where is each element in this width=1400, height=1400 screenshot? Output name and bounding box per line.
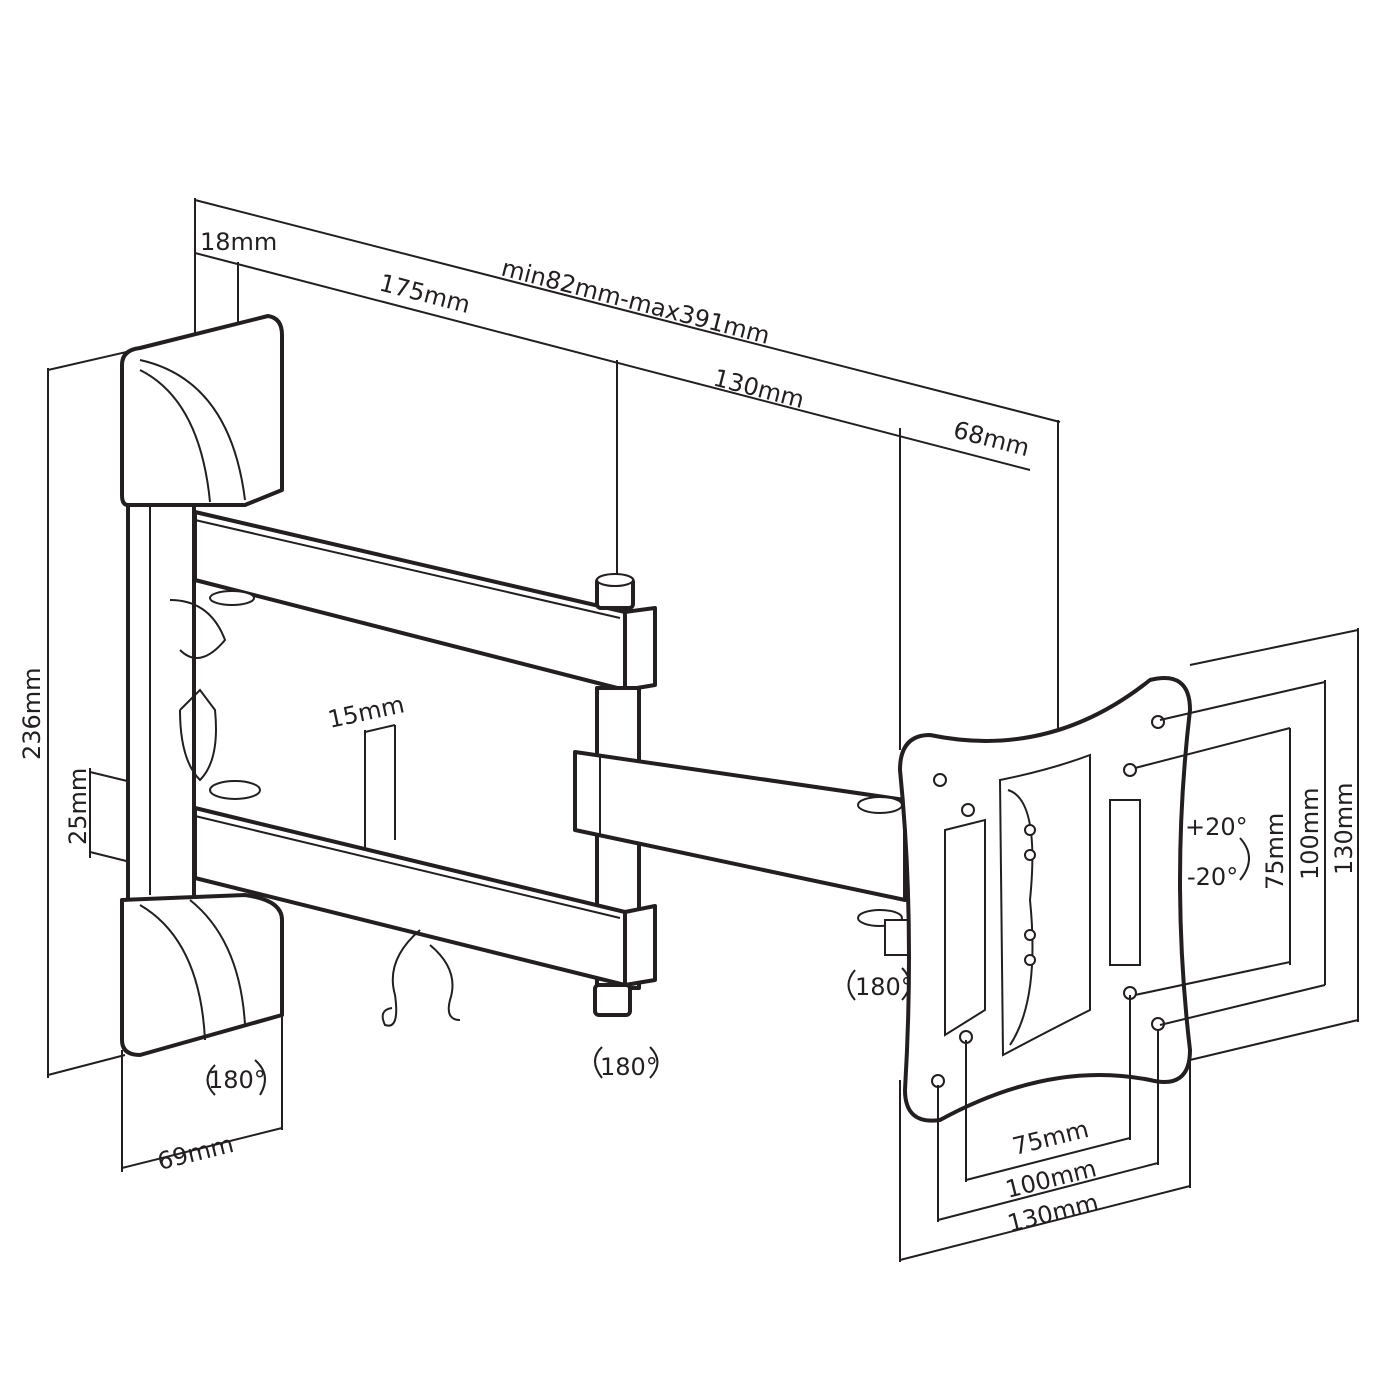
rotation-wall: 180° [206, 1059, 266, 1096]
wall-plate [120, 314, 284, 1057]
vesa-vertical-dims [1134, 628, 1359, 1061]
rotation-middle-label: 180° [600, 1053, 658, 1081]
dim-130mm-arm: 130mm [710, 364, 807, 414]
lower-arm [193, 724, 657, 1027]
rotation-middle: 180° [594, 1046, 659, 1081]
vesa-h-75mm: 75mm [1010, 1115, 1092, 1161]
vesa-v-130mm: 130mm [1330, 782, 1358, 875]
dim-extension-range: min82mm-max391mm [498, 254, 772, 350]
vesa-v-75mm: 75mm [1261, 813, 1289, 890]
dim-68mm: 68mm [950, 416, 1032, 462]
dim-25mm: 25mm [64, 768, 92, 845]
vesa-holes [931, 715, 1165, 1088]
dim-18mm: 18mm [200, 228, 277, 256]
upper-arm [193, 510, 657, 692]
rotation-wall-label: 180° [208, 1066, 266, 1094]
tilt-down-label: -20° [1187, 863, 1238, 891]
vesa-v-100mm: 100mm [1296, 787, 1324, 880]
dim-175mm: 175mm [376, 269, 473, 319]
tilt-indicator: +20° -20° [1185, 813, 1250, 891]
dim-236mm: 236mm [18, 667, 46, 760]
vesa-plate [898, 676, 1192, 1123]
vesa-horizontal-dims [899, 995, 1191, 1262]
rotation-head: 180° [847, 967, 913, 1001]
tilt-up-label: +20° [1185, 813, 1248, 841]
dim-69mm: 69mm [155, 1130, 237, 1176]
top-dimension-lines [194, 198, 1061, 750]
rotation-head-label: 180° [855, 973, 913, 1001]
